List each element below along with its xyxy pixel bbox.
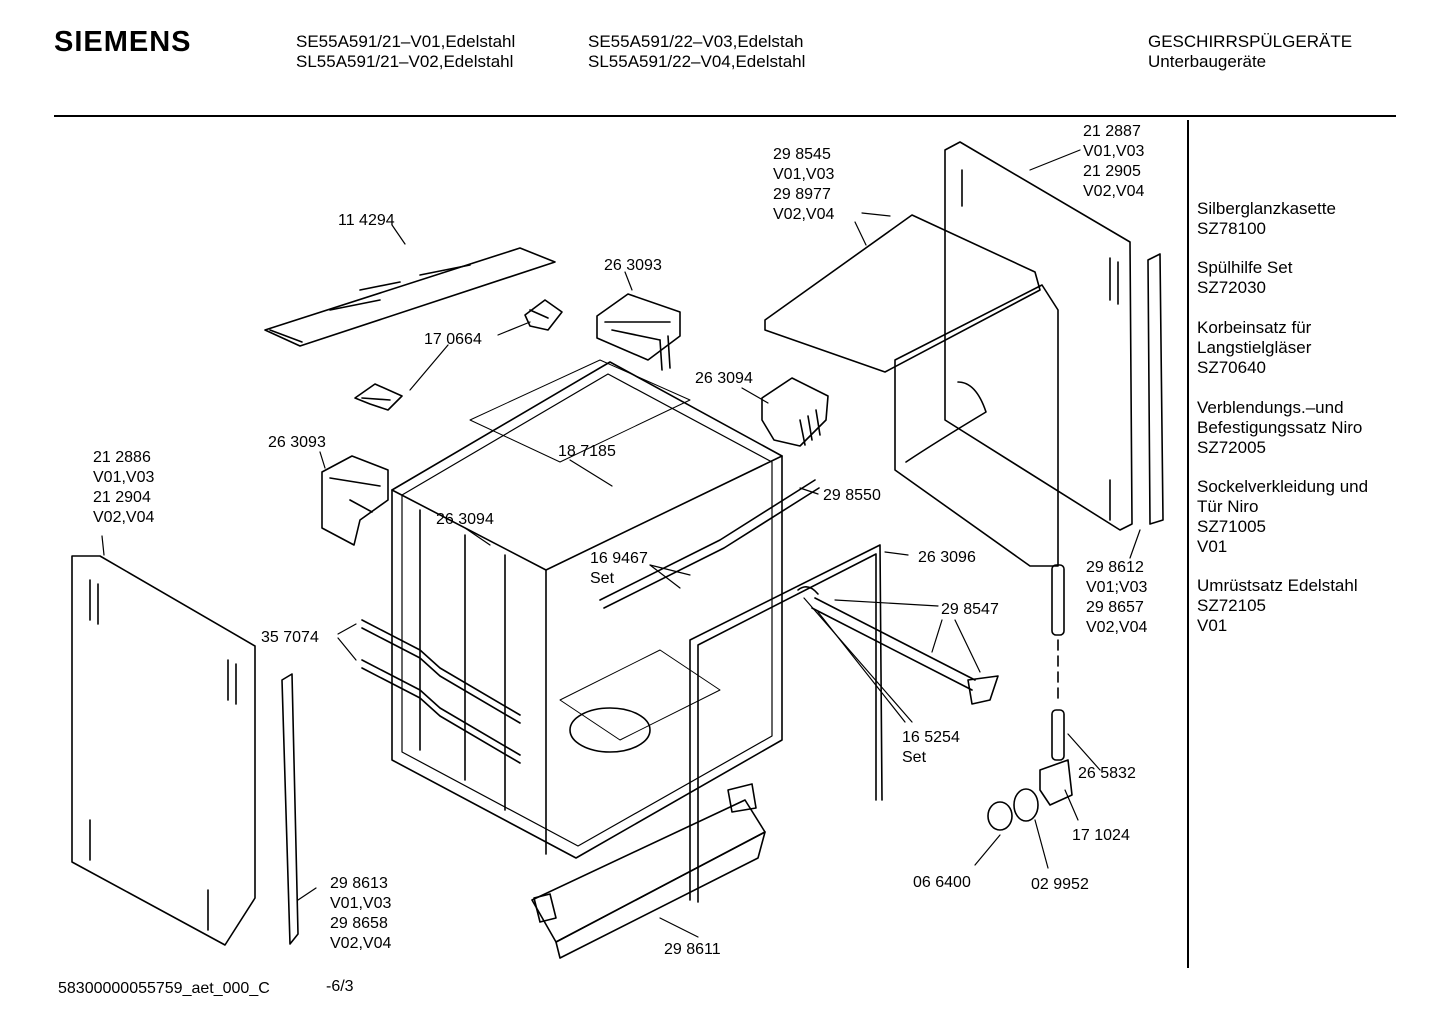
part-shape-clip-upper bbox=[596, 293, 681, 371]
part-label-26-3094-right: 26 3094 bbox=[695, 370, 753, 387]
part-label-29-8611: 29 8611 bbox=[664, 941, 721, 958]
part-shape-rails-left bbox=[361, 619, 521, 764]
subcategory-title: Unterbaugeräte bbox=[1148, 52, 1267, 71]
part-shape-spray-arm bbox=[797, 586, 999, 705]
model-2: SL55A591/21–V02,Edelstahl bbox=[296, 52, 514, 71]
part-shape-top-assembly bbox=[764, 214, 1059, 567]
part-shape-side-panel-left bbox=[71, 555, 256, 946]
part-label-02-9952: 02 9952 bbox=[1031, 876, 1089, 893]
part-shape-gasket bbox=[689, 544, 883, 903]
part-shape-bracket-upper bbox=[524, 299, 563, 331]
model-1: SE55A591/21–V01,Edelstahl bbox=[296, 32, 516, 51]
document-code: 58300000055759_aet_000_C bbox=[58, 980, 270, 997]
header-divider bbox=[54, 115, 1396, 117]
brand-logo: SIEMENS bbox=[54, 26, 192, 58]
page-number: -6/3 bbox=[326, 978, 354, 995]
part-label-17-1024: 17 1024 bbox=[1072, 827, 1130, 844]
part-shape-rail-right bbox=[599, 479, 820, 609]
part-shape-bracket-lower bbox=[354, 383, 403, 411]
part-label-26-3094-center: 26 3094 bbox=[436, 511, 494, 528]
part-label-26-3096: 26 3096 bbox=[918, 549, 976, 566]
model-4: SL55A591/22–V04,Edelstahl bbox=[588, 52, 806, 71]
part-shape-strip-left bbox=[281, 673, 299, 945]
part-shape-strip-right bbox=[1147, 253, 1164, 525]
part-label-26-5832: 26 5832 bbox=[1078, 765, 1136, 782]
part-shape-tub bbox=[391, 359, 783, 859]
part-label-11-4294: 11 4294 bbox=[338, 212, 395, 229]
part-label-17-0664: 17 0664 bbox=[424, 331, 482, 348]
part-label-26-3093-top: 26 3093 bbox=[604, 257, 662, 274]
category-title: GESCHIRRSPÜLGERÄTE bbox=[1148, 32, 1353, 51]
model-3: SE55A591/22–V03,Edelstah bbox=[588, 32, 804, 51]
model-list-left: SE55A591/21–V01,Edelstahl SL55A591/21–V0… bbox=[296, 32, 515, 72]
part-label-18-7185: 18 7185 bbox=[558, 443, 616, 460]
part-shape-back-panel bbox=[944, 141, 1133, 531]
model-list-right: SE55A591/22–V03,Edelstah SL55A591/22–V04… bbox=[588, 32, 805, 72]
part-shape-clip-left bbox=[321, 455, 389, 546]
part-label-26-3093-left: 26 3093 bbox=[268, 434, 326, 451]
accessory-divider bbox=[1187, 120, 1189, 968]
category-block: GESCHIRRSPÜLGERÄTE Unterbaugeräte bbox=[1148, 32, 1352, 72]
part-label-06-6400: 06 6400 bbox=[913, 874, 971, 891]
part-label-35-7074: 35 7074 bbox=[261, 629, 319, 646]
part-shape-plinth bbox=[531, 783, 766, 959]
part-label-29-8550: 29 8550 bbox=[823, 487, 881, 504]
leader-lines bbox=[101, 149, 1141, 938]
part-shape-clip-right bbox=[761, 377, 829, 447]
part-shape-hose-fitting bbox=[987, 564, 1073, 831]
part-label-29-8547: 29 8547 bbox=[941, 601, 999, 618]
part-shape-cover-plate bbox=[264, 247, 556, 347]
